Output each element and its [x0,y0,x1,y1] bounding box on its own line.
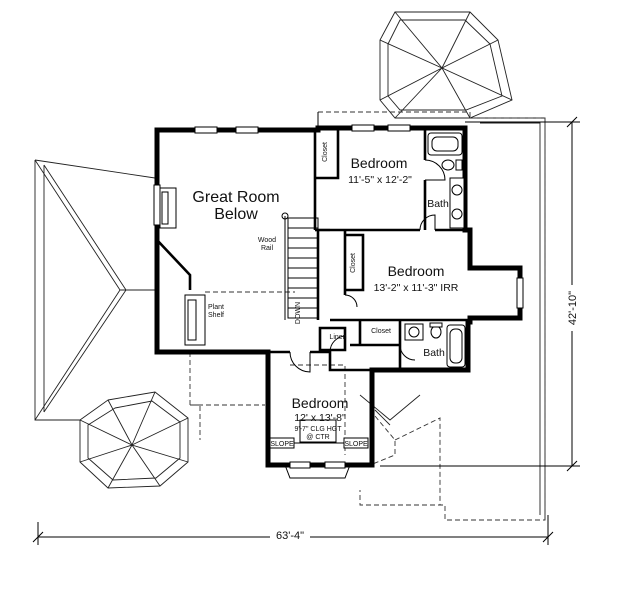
eave-dashed-lines [189,111,546,521]
bath-fixtures [404,132,466,368]
bedroom-top-name: Bedroom [351,155,408,171]
overall-depth-dimension: 42'-10" [567,291,579,325]
linen-label: Linen [329,334,346,341]
wood-rail-label-line2: Rail [261,245,274,252]
bath-top-name: Bath [427,198,449,210]
annotation-labels: Closet Closet Closet Linen Wood Rail Pla… [208,142,391,448]
great-room-features [159,187,295,346]
bedroom-bottom-ceiling-line1: 9'-7" CLG HGT [295,426,343,433]
bedroom-mid-name: Bedroom [388,263,445,279]
plant-shelf-label-line1: Plant [208,304,224,311]
dimension-labels: 63'-4" 42'-10" [270,285,579,542]
plant-shelf-label-line2: Shelf [208,312,224,319]
bedroom-bottom-ceiling-line2: @ CTR [306,434,329,441]
stairs-down-label: DOWN [295,302,302,324]
bedroom-top-size: 11'-5" x 12'-2" [348,174,412,186]
great-room-name-line1: Great Room [192,189,279,206]
bedroom-mid-size: 13'-2" x 11'-3" IRR [374,282,459,294]
closet-mid-label: Closet [350,253,357,273]
slope-right-label: SLOPE [344,441,368,448]
dimension-lines [32,116,580,545]
great-room-name-line2: Below [214,206,258,223]
door-swings [289,112,446,373]
bath-bottom-name: Bath [423,347,445,359]
overall-width-dimension: 63'-4" [276,530,304,542]
closet-top-label: Closet [322,142,329,162]
windows [153,124,524,479]
bedroom-bottom-name: Bedroom [292,395,349,411]
roof-outline [34,11,546,520]
wood-rail-label-line1: Wood [258,237,276,244]
closet-bottom-label: Closet [371,328,391,335]
slope-left-label: SLOPE [270,441,294,448]
slope-markers [269,419,369,449]
bedroom-bottom-size: 12' x 13'-8" [294,412,346,424]
room-labels: Great Room Below Bedroom 11'-5" x 12'-2"… [192,155,458,441]
staircase [281,212,319,320]
